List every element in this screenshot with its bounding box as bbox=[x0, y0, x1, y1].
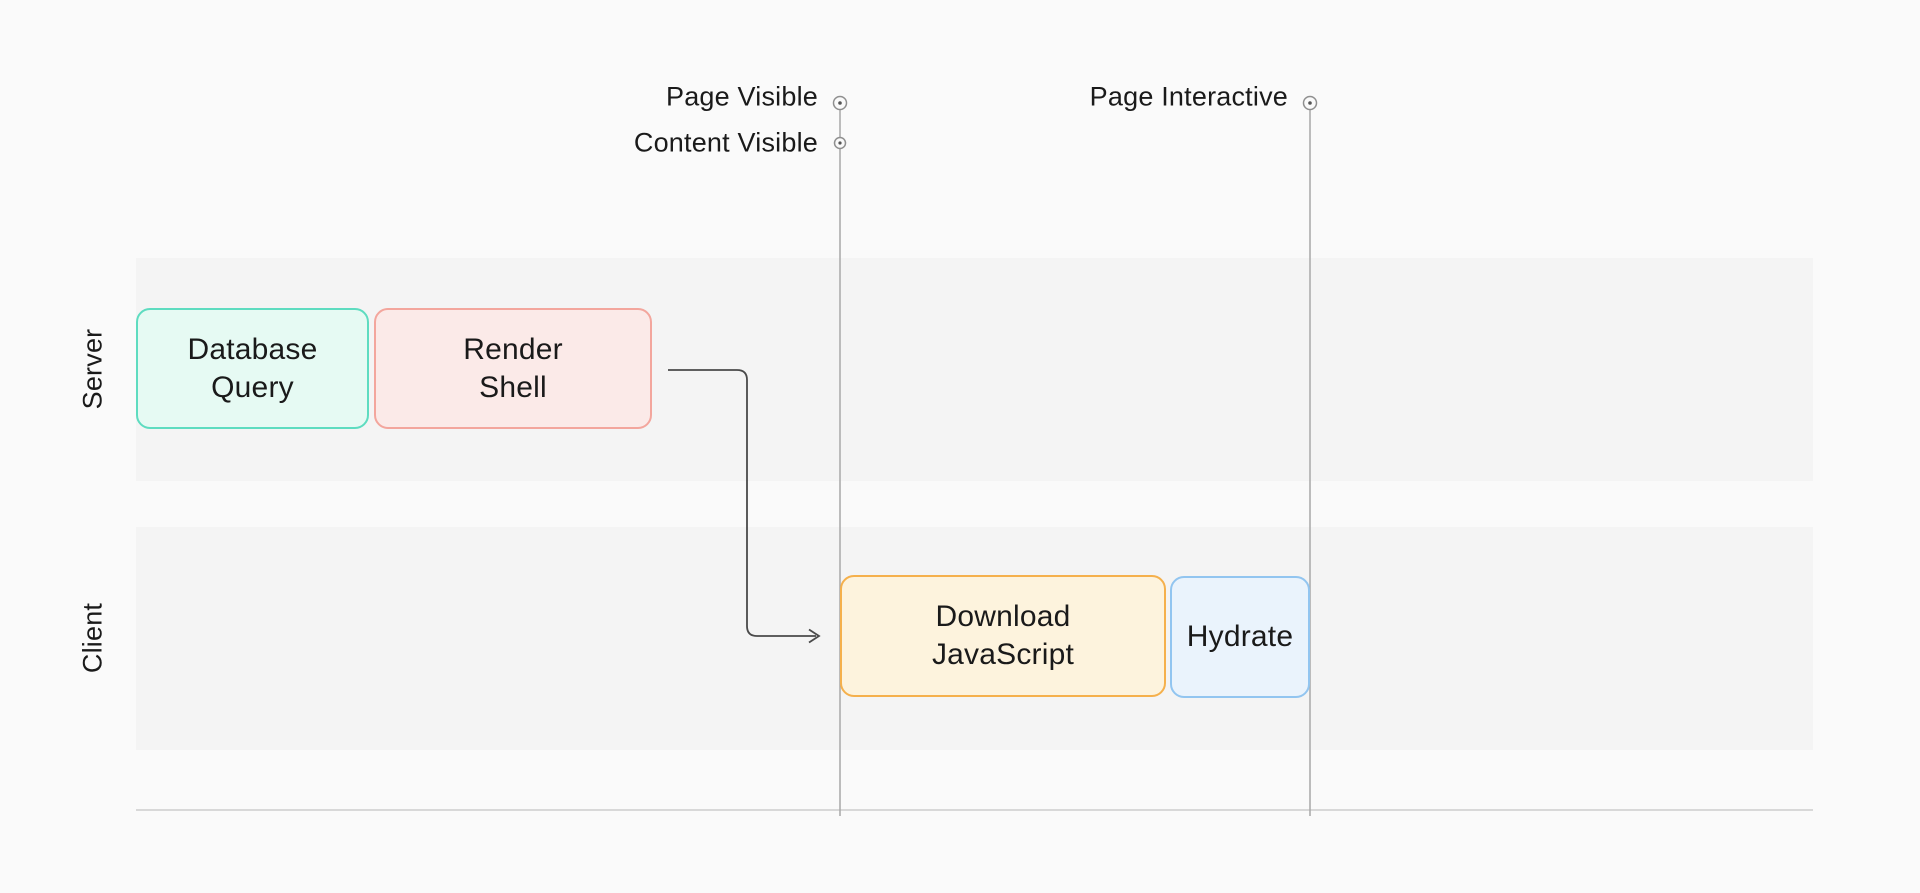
task-render-shell: Render Shell bbox=[374, 308, 652, 429]
milestone-label-content-visible: Content Visible bbox=[633, 127, 818, 158]
page-visible-marker-icon bbox=[832, 95, 848, 111]
task-hydrate: Hydrate bbox=[1170, 576, 1310, 698]
milestone-label-page-interactive: Page Interactive bbox=[1089, 81, 1288, 112]
page-interactive-marker-icon bbox=[1302, 95, 1318, 111]
task-database-query: Database Query bbox=[136, 308, 369, 429]
lane-label-server: Server bbox=[77, 328, 108, 410]
task-download-javascript: Download JavaScript bbox=[840, 575, 1166, 697]
content-visible-marker-icon bbox=[833, 136, 847, 150]
milestone-label-page-visible: Page Visible bbox=[665, 81, 818, 112]
lane-label-client: Client bbox=[77, 602, 108, 674]
